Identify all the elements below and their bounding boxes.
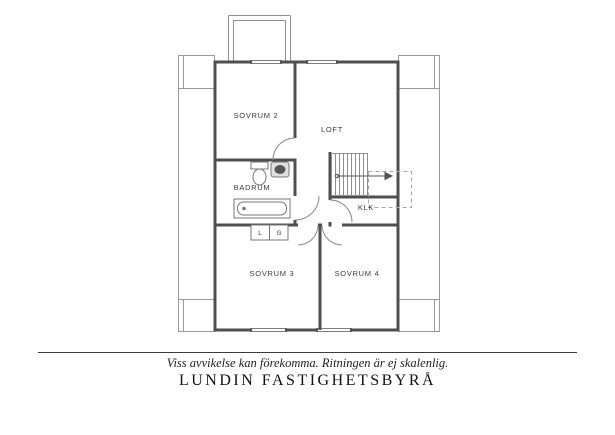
floorplan-drawing: SOVRUM 2 LOFT BADRUM KLK SOVRUM 3 SOVRUM… bbox=[178, 15, 440, 332]
roof-area-right bbox=[398, 55, 440, 332]
brand-name: LUNDIN FASTIGHETSBYRÅ bbox=[178, 372, 437, 389]
room-label-klk: KLK bbox=[358, 203, 374, 212]
bathtub-icon bbox=[233, 198, 291, 219]
dormer-outline bbox=[228, 15, 291, 62]
bathroom-fixtures bbox=[233, 161, 291, 219]
door-sovrum4 bbox=[321, 224, 343, 246]
toilet-icon bbox=[250, 161, 269, 186]
room-label-sovrum2: SOVRUM 2 bbox=[234, 111, 279, 120]
room-label-sovrum4: SOVRUM 4 bbox=[335, 269, 380, 278]
disclaimer-text: Viss avvikelse kan förekomma. Ritningen … bbox=[166, 356, 449, 370]
interior-walls bbox=[215, 62, 398, 330]
sink-icon bbox=[270, 161, 290, 178]
stairs bbox=[331, 153, 368, 196]
room-label-badrum: BADRUM bbox=[234, 183, 271, 192]
door-sovrum2 bbox=[272, 137, 296, 161]
door-sovrum3 bbox=[297, 224, 319, 246]
door-klk bbox=[329, 199, 353, 223]
closet-label-l: L bbox=[258, 230, 262, 237]
stair-opening-dashed bbox=[368, 171, 412, 208]
windows bbox=[250, 60, 352, 332]
footer-divider bbox=[38, 352, 577, 353]
door-arcs bbox=[272, 137, 353, 246]
wardrobes bbox=[250, 224, 289, 241]
door-badrum bbox=[294, 195, 320, 221]
closet-label-g: G bbox=[276, 230, 281, 237]
stairs-direction-arrow bbox=[334, 171, 394, 181]
room-label-loft: LOFT bbox=[321, 125, 343, 134]
room-label-sovrum3: SOVRUM 3 bbox=[250, 269, 295, 278]
roof-area-left bbox=[178, 55, 215, 332]
